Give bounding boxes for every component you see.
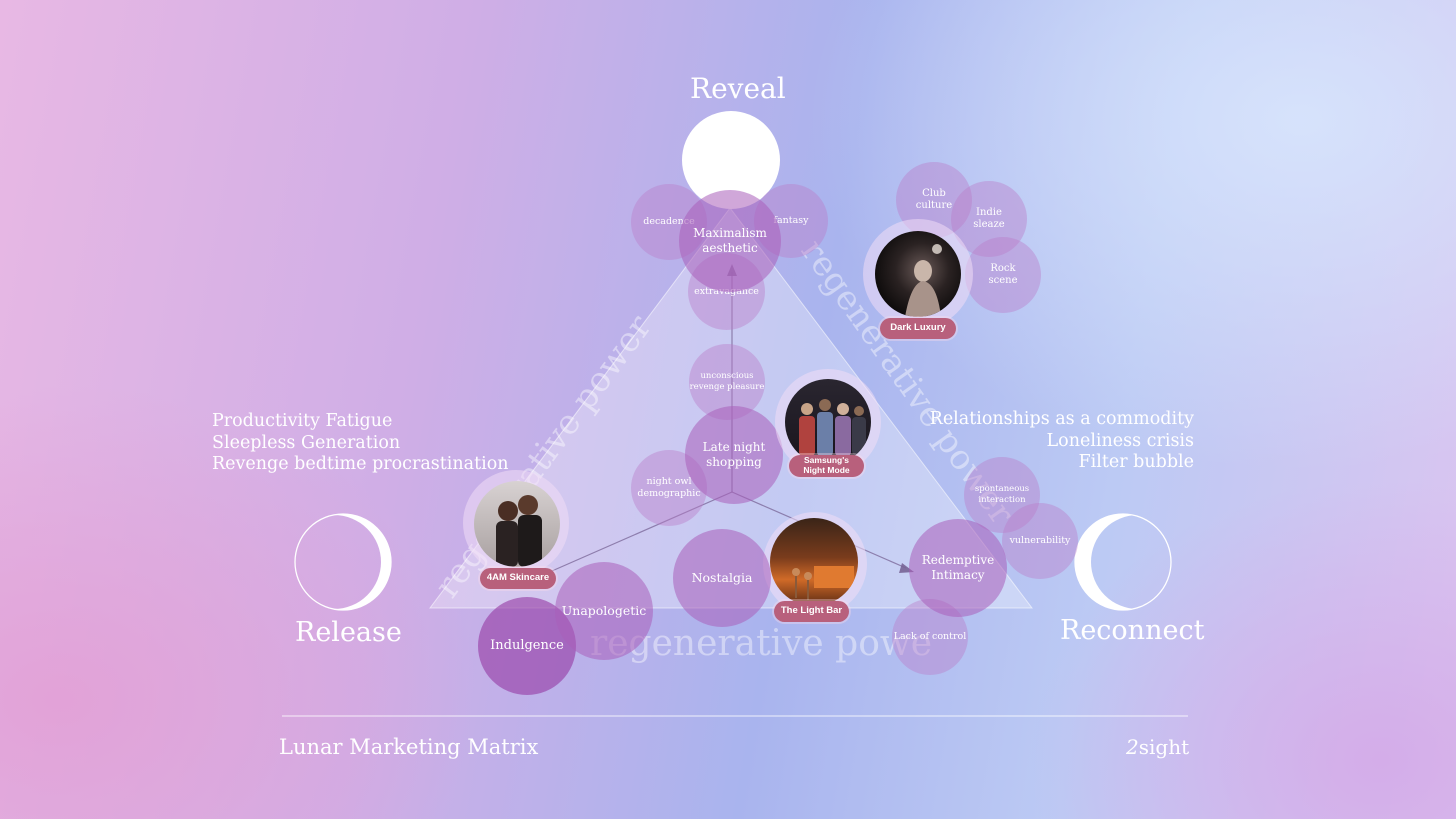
crescent-moon-reconnect <box>1074 513 1172 611</box>
bubble-nostalgia: Nostalgia <box>673 529 771 627</box>
bubble-unapologetic: Unapologetic <box>555 562 653 660</box>
light-bar-photo <box>770 518 858 606</box>
crescent-moon-release <box>294 513 392 611</box>
release-themes-list: Productivity Fatigue Sleepless Generatio… <box>212 411 509 476</box>
group-photo-icon <box>799 399 866 456</box>
reconnect-theme-item: Filter bubble <box>1078 452 1195 472</box>
bar-interior-icon <box>792 566 854 600</box>
samsung-night-mode-photo <box>785 379 871 465</box>
logo-text: sight <box>1138 735 1190 759</box>
release-theme-item: Revenge bedtime procrastination <box>212 454 509 474</box>
bubble-vulnerability: vulnerability <box>1002 503 1078 579</box>
dark-luxury-figure-icon <box>905 244 942 317</box>
reconnect-themes-list: Relationships as a commodity Loneliness … <box>930 409 1194 474</box>
full-moon-reveal <box>682 111 780 209</box>
footer-title: Lunar Marketing Matrix <box>279 735 539 759</box>
tag-the-light-bar: The Light Bar <box>774 601 849 622</box>
label-reconnect: Reconnect <box>1060 615 1205 646</box>
tag-dark-luxury: Dark Luxury <box>880 318 956 339</box>
brand-logo: 2sight <box>1126 735 1189 759</box>
tag-4am-skincare: 4AM Skincare <box>480 568 556 589</box>
label-release: Release <box>295 617 402 648</box>
dark-luxury-photo <box>875 231 961 317</box>
release-theme-item: Productivity Fatigue <box>212 411 393 431</box>
reconnect-theme-item: Relationships as a commodity <box>929 409 1194 429</box>
release-theme-item: Sleepless Generation <box>212 432 401 453</box>
skincare-photo <box>474 481 560 567</box>
bubble-indulgence: Indulgence <box>478 597 576 695</box>
couple-photo-icon <box>496 495 542 567</box>
reconnect-theme-item: Loneliness crisis <box>1046 430 1194 451</box>
label-reveal: Reveal <box>690 72 786 105</box>
logo-mark: 2 <box>1126 735 1139 759</box>
